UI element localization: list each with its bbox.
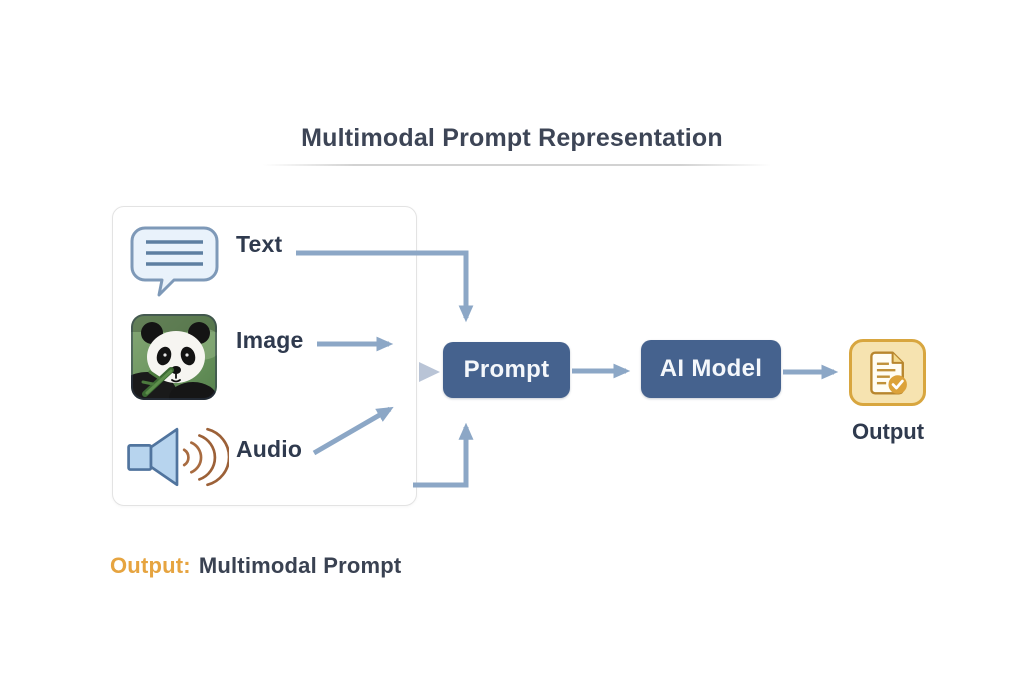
- panda-image: [131, 314, 217, 400]
- input-label-text: Text: [236, 231, 283, 257]
- title-underline: [263, 164, 771, 166]
- caption-prefix: Output:: [110, 553, 191, 578]
- ai-model-node: AI Model: [641, 340, 781, 398]
- caption-text: Multimodal Prompt: [198, 553, 402, 578]
- prompt-node: Prompt: [443, 342, 570, 398]
- input-label-audio: Audio: [236, 436, 303, 462]
- prompt-node-label: Prompt: [463, 356, 550, 383]
- speaker-icon: [125, 419, 231, 495]
- document-check-icon: [849, 339, 926, 406]
- output-node-label: Output: [851, 419, 925, 444]
- panel-to-prompt-arrowhead: [419, 362, 440, 382]
- caption: Output: Multimodal Prompt: [110, 553, 401, 579]
- input-label-image: Image: [236, 327, 304, 353]
- arrow-panel-bottom-to-prompt: [413, 422, 474, 488]
- speech-bubble-icon: [129, 225, 223, 301]
- inputs-panel: Text: [112, 206, 417, 506]
- ai-model-node-label: AI Model: [659, 355, 763, 382]
- diagram-title: Multimodal Prompt Representation: [301, 124, 723, 152]
